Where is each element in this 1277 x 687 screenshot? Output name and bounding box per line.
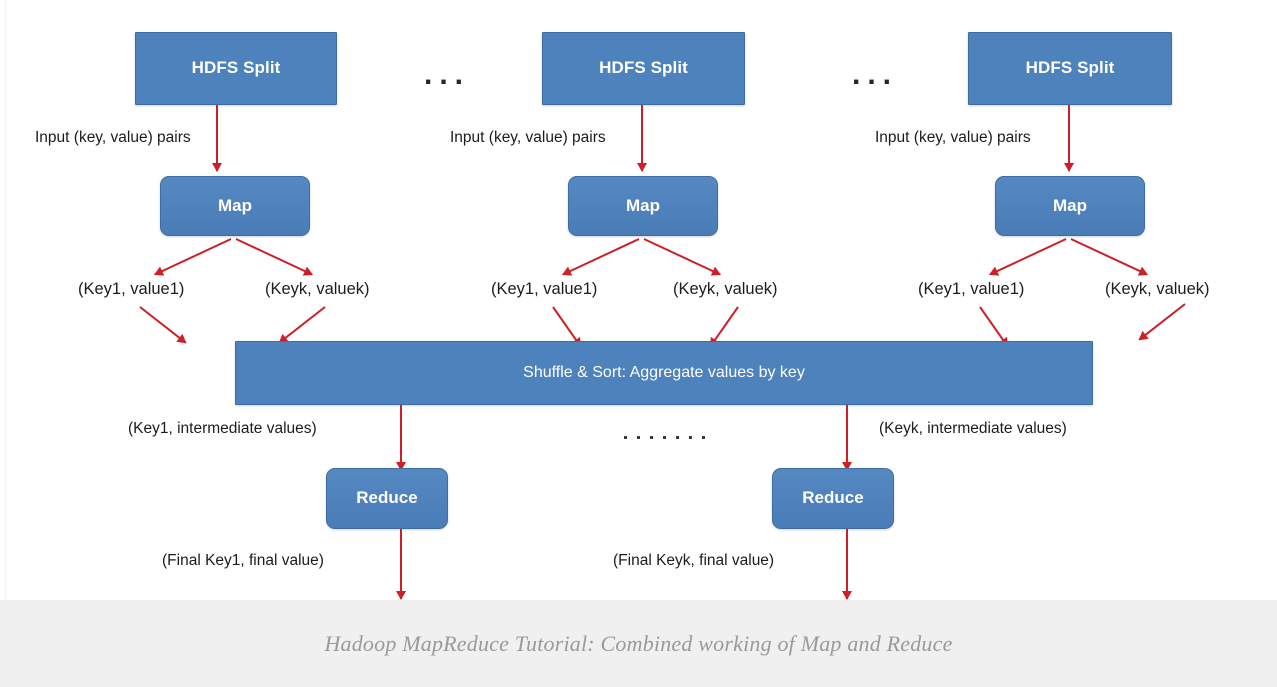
map-box-1[interactable]: Map: [160, 176, 310, 236]
map-out-left-arrow-2: [562, 238, 640, 276]
map-label-1: Map: [218, 195, 252, 215]
kv-right-label-2: (Keyk, valuek): [673, 280, 778, 298]
hdfs-split-label-2: HDFS Split: [599, 58, 688, 78]
map-box-3[interactable]: Map: [995, 176, 1145, 236]
final-left-label: (Final Key1, final value): [162, 552, 324, 569]
column-ellipsis-1: ...: [424, 58, 471, 91]
shuffle-to-reduce-arrow-right: [846, 446, 848, 470]
input-pairs-label-3: Input (key, value) pairs: [875, 129, 1031, 146]
split-to-map-line-1: [216, 105, 218, 162]
map-out-right-arrow-2: [643, 238, 721, 276]
shuffle-to-reduce-arrow-left: [400, 446, 402, 470]
split-to-map-line-2: [641, 105, 643, 162]
reduce-box-left[interactable]: Reduce: [326, 468, 448, 529]
split-to-map-arrow-1: [216, 141, 218, 171]
kv-right-to-shuffle-arrow-3: [1138, 303, 1186, 341]
shuffle-sort-label: Shuffle & Sort: Aggregate values by key: [523, 364, 805, 382]
column-ellipsis-2: ...: [852, 58, 899, 91]
kv-right-label-3: (Keyk, valuek): [1105, 280, 1210, 298]
intermediate-right-label: (Keyk, intermediate values): [879, 420, 1067, 437]
shuffle-sort-bar[interactable]: Shuffle & Sort: Aggregate values by key: [235, 341, 1093, 405]
shuffle-to-reduce-line-left: [400, 405, 402, 455]
shuffle-to-reduce-line-right: [846, 405, 848, 455]
reduce-out-arrow-left: [400, 575, 402, 599]
hdfs-split-box-3[interactable]: HDFS Split: [968, 32, 1172, 105]
map-label-2: Map: [626, 195, 660, 215]
kv-left-label-2: (Key1, value1): [491, 280, 598, 298]
intermediate-left-label: (Key1, intermediate values): [128, 420, 317, 437]
reduce-label-left: Reduce: [356, 488, 418, 508]
reduce-out-line-right: [846, 529, 848, 584]
middle-dots-row: [624, 430, 715, 446]
map-out-left-arrow-1: [154, 238, 232, 276]
reduce-out-line-left: [400, 529, 402, 584]
caption-band: Hadoop MapReduce Tutorial: Combined work…: [0, 600, 1277, 687]
map-out-right-arrow-1: [235, 238, 313, 276]
kv-right-label-1: (Keyk, valuek): [265, 280, 370, 298]
map-label-3: Map: [1053, 195, 1087, 215]
hdfs-split-box-2[interactable]: HDFS Split: [542, 32, 745, 105]
map-out-right-arrow-3: [1070, 238, 1148, 276]
kv-left-to-shuffle-arrow-1: [139, 306, 187, 344]
split-to-map-line-3: [1068, 105, 1070, 162]
hdfs-split-box-1[interactable]: HDFS Split: [135, 32, 337, 105]
input-pairs-label-1: Input (key, value) pairs: [35, 129, 191, 146]
reduce-box-right[interactable]: Reduce: [772, 468, 894, 529]
map-box-2[interactable]: Map: [568, 176, 718, 236]
hdfs-split-label-1: HDFS Split: [191, 58, 281, 78]
hdfs-split-label-3: HDFS Split: [1025, 58, 1115, 78]
kv-left-label-1: (Key1, value1): [78, 280, 185, 298]
page-edge-rule: [5, 0, 6, 600]
kv-right-to-shuffle-arrow-1: [278, 306, 326, 344]
caption-text: Hadoop MapReduce Tutorial: Combined work…: [324, 630, 953, 656]
split-to-map-arrow-3: [1068, 141, 1070, 171]
input-pairs-label-2: Input (key, value) pairs: [450, 129, 606, 146]
reduce-label-right: Reduce: [802, 488, 864, 508]
map-out-left-arrow-3: [989, 238, 1067, 276]
final-right-label: (Final Keyk, final value): [613, 552, 775, 569]
split-to-map-arrow-2: [641, 141, 643, 171]
reduce-out-arrow-right: [846, 575, 848, 599]
kv-left-label-3: (Key1, value1): [918, 280, 1025, 298]
